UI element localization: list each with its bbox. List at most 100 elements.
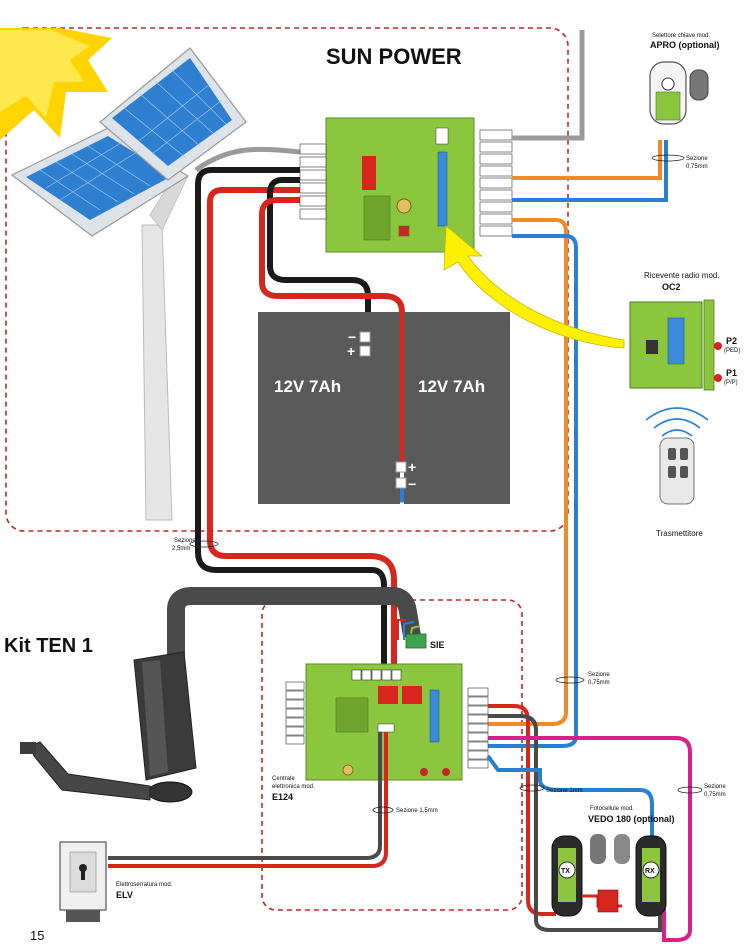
control-terminal: [467, 741, 489, 751]
svg-text:Sezione 1mm: Sezione 1mm: [546, 788, 583, 794]
page-number: 15: [30, 928, 44, 943]
svg-text:0,75mm: 0,75mm: [704, 792, 726, 798]
selector-section-value: 0,75mm: [686, 164, 708, 170]
svg-text:Sezione 1,5mm: Sezione 1,5mm: [396, 808, 438, 814]
section-mark-left: Sezione 2,5mm: [172, 538, 219, 552]
control-terminal: [467, 705, 489, 715]
svg-text:Sezione: Sezione: [174, 538, 196, 544]
control-terminal: [381, 669, 392, 681]
control-terminal: [467, 750, 489, 760]
control-terminal: [467, 687, 489, 697]
charger-terminal: [479, 201, 513, 213]
transmitter: Trasmettitore: [645, 407, 709, 538]
control-terminal: [467, 732, 489, 742]
selector-wire-orange: [512, 140, 662, 180]
key-selector: Selettore chiave mod. APRO (optional) Se…: [649, 33, 720, 170]
battery-right-plus: +: [408, 459, 416, 475]
elv-caption: Elettroserratura mod.: [116, 882, 173, 888]
selector-caption: Selettore chiave mod.: [652, 33, 710, 39]
control-terminal: [361, 669, 372, 681]
charger-terminal: [479, 129, 513, 141]
battery-right: 12V 7Ah + −: [395, 312, 510, 504]
selector-model: APRO (optional): [650, 40, 720, 50]
photocell-cable-dark: [488, 714, 662, 932]
solar-charger-board: [299, 117, 513, 253]
control-terminal: [371, 669, 382, 681]
electric-lock: Elettroserratura mod. ELV: [59, 841, 173, 922]
battery-left: 12V 7Ah − +: [258, 312, 400, 504]
battery-left-plus: +: [347, 343, 355, 359]
charger-terminal: [299, 195, 327, 207]
control-terminal: [467, 723, 489, 733]
battery-cable-black: [267, 177, 371, 332]
power-cable-black: [195, 167, 387, 666]
charger-terminal: [479, 177, 513, 189]
svg-text:2,5mm: 2,5mm: [172, 546, 190, 552]
control-terminal: [467, 696, 489, 706]
control-terminal: [467, 759, 489, 769]
photocell-model: VEDO 180 (optional): [588, 814, 675, 824]
kit-title: Kit TEN 1: [4, 635, 93, 657]
elv-cable-dark: [108, 732, 382, 860]
battery-left-label: 12V 7Ah: [274, 377, 341, 396]
control-unit-board: Centrale elettronica mod. E124: [272, 663, 489, 802]
control-terminal: [285, 708, 305, 718]
section-mark-far-right: Sezione 0,75mm: [677, 784, 726, 798]
charger-terminal: [479, 165, 513, 177]
charger-terminal: [299, 143, 327, 155]
charger-terminal: [479, 213, 513, 225]
sun-power-title: SUN POWER: [326, 44, 462, 69]
section-mark-right: Sezione 0,75mm: [555, 672, 610, 686]
control-terminal: [285, 690, 305, 700]
svg-text:Sezione: Sezione: [704, 784, 726, 790]
charger-terminal: [479, 225, 513, 237]
battery-right-minus: −: [408, 476, 416, 492]
svg-text:0,75mm: 0,75mm: [588, 680, 610, 686]
section-mark-1mm: Sezione 1mm: [519, 784, 583, 794]
photocell-caption: Fotocellule mod.: [590, 806, 634, 812]
control-terminal: [391, 669, 402, 681]
control-model: E124: [272, 792, 293, 802]
charger-wire-gray: [512, 30, 585, 141]
charger-to-control-orange: [488, 218, 568, 726]
photocell-rx: RX: [645, 868, 655, 875]
battery-right-label: 12V 7Ah: [418, 377, 485, 396]
radio-receiver: Ricevente radio mod. OC2 P2 (PED) P1 (P/…: [629, 271, 740, 391]
control-terminal: [467, 714, 489, 724]
charger-terminal: [479, 141, 513, 153]
control-terminal: [285, 717, 305, 727]
photocell-cable-magenta: [488, 736, 692, 942]
sie-label: SIE: [430, 640, 445, 650]
receiver-model: OC2: [662, 282, 681, 292]
receiver-plug-arrow: [443, 225, 625, 349]
solar-pole: [141, 169, 189, 521]
selector-section: Sezione: [686, 156, 708, 162]
photocells: Fotocellule mod. VEDO 180 (optional) TX …: [551, 806, 675, 917]
charger-terminal: [299, 208, 327, 220]
control-caption-2: elettronica mod.: [272, 784, 315, 790]
section-mark-15: Sezione 1,5mm: [372, 806, 438, 814]
charger-to-control-blue: [488, 234, 578, 748]
svg-text:Sezione: Sezione: [588, 672, 610, 678]
charger-terminal: [299, 169, 327, 181]
elv-model: ELV: [116, 890, 133, 900]
charger-terminal: [299, 182, 327, 194]
photocell-cable-blue: [486, 754, 654, 840]
charger-terminal: [299, 156, 327, 168]
control-terminal: [285, 735, 305, 745]
receiver-p2-sub: (PED): [724, 348, 740, 354]
panel-wire-gray: [194, 146, 301, 173]
gate-actuator: [20, 651, 197, 803]
control-terminal: [285, 726, 305, 736]
selector-wire-blue: [512, 140, 668, 202]
control-terminal: [351, 669, 362, 681]
solar-panel: [10, 47, 247, 237]
transmitter-label: Trasmettitore: [656, 529, 703, 538]
receiver-p1: P1: [726, 368, 737, 378]
receiver-p2: P2: [726, 336, 737, 346]
photocell-tx: TX: [561, 868, 570, 875]
sie-connector: SIE: [397, 619, 445, 650]
control-terminal: [285, 681, 305, 691]
control-terminal: [285, 699, 305, 709]
